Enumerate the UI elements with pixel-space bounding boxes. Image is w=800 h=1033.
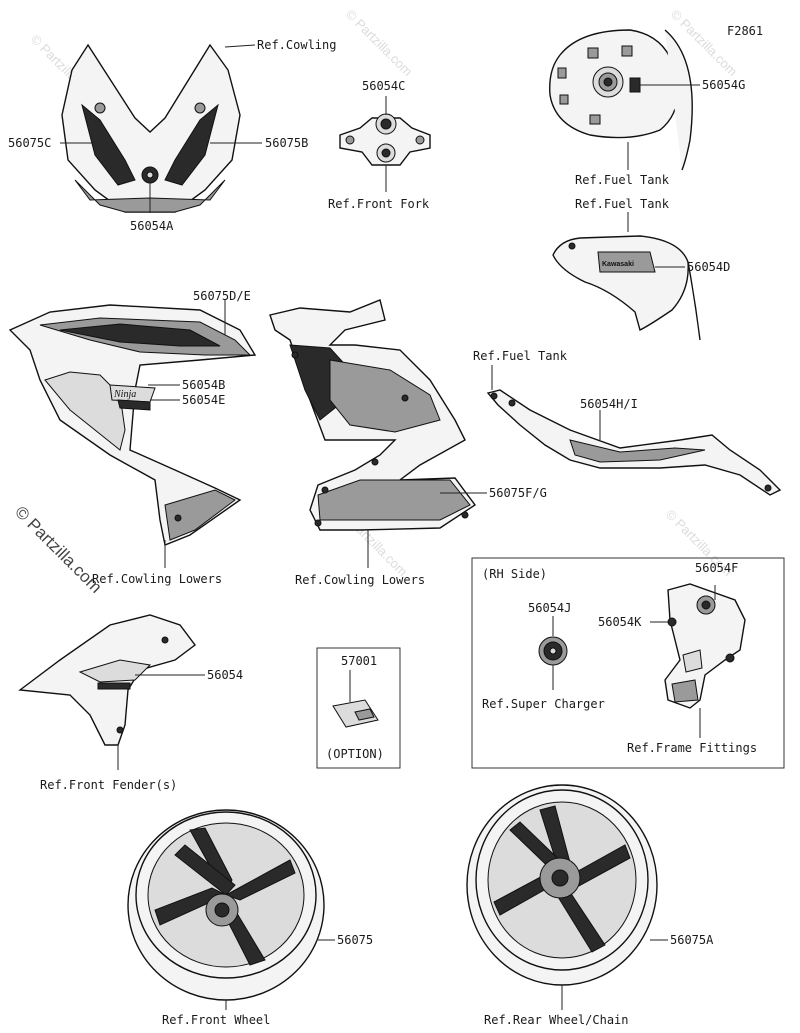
label-rh-side: (RH Side): [482, 567, 547, 581]
label-57001: 57001: [341, 654, 377, 668]
front-fender-illustration: [18, 614, 196, 746]
label-ref-fuel-tank-2: Ref.Fuel Tank: [575, 197, 670, 211]
side-cowling-left-illustration: Ninja: [8, 304, 257, 546]
label-ref-frame-fittings: Ref.Frame Fittings: [627, 741, 757, 755]
upper-cowling-illustration: [61, 43, 241, 213]
leader-line: [224, 44, 256, 48]
tool-kit-illustration: [332, 699, 379, 728]
label-56054D: 56054D: [687, 260, 730, 274]
label-56054J: 56054J: [528, 601, 571, 615]
svg-text:Kawasaki: Kawasaki: [602, 261, 634, 268]
label-ref-fuel-tank-3: Ref.Fuel Tank: [473, 349, 568, 363]
label-56054B: 56054B: [182, 378, 225, 392]
label-ref-front-fenders: Ref.Front Fender(s): [40, 778, 177, 792]
label-56054A: 56054A: [130, 219, 174, 233]
svg-text:Ninja: Ninja: [113, 389, 136, 400]
label-56054G: 56054G: [702, 78, 745, 92]
label-56054: 56054: [207, 668, 243, 682]
watermark: © Partzilla.com: [343, 7, 416, 80]
label-56054C: 56054C: [362, 79, 405, 93]
front-wheel-illustration: [127, 809, 325, 1001]
label-ref-super-charger: Ref.Super Charger: [482, 697, 605, 711]
label-56075DE: 56075D/E: [193, 289, 251, 303]
diagram-code: F2861: [727, 24, 763, 38]
label-ref-cowling: Ref.Cowling: [257, 38, 336, 52]
label-ref-fuel-tank-1: Ref.Fuel Tank: [575, 173, 670, 187]
label-56054E: 56054E: [182, 393, 225, 407]
label-ref-rear-wheel: Ref.Rear Wheel/Chain: [484, 1013, 629, 1027]
label-56075FG: 56075F/G: [489, 486, 547, 500]
label-56054K: 56054K: [598, 615, 642, 629]
fuel-tank-top-illustration: [549, 29, 693, 171]
front-fork-bracket-illustration: [339, 113, 431, 166]
label-ref-front-wheel: Ref.Front Wheel: [162, 1013, 270, 1027]
label-56075: 56075: [337, 933, 373, 947]
fuel-tank-side-illustration: Kawasaki: [552, 235, 701, 341]
rear-wheel-illustration: [466, 784, 658, 986]
label-56075B: 56075B: [265, 136, 308, 150]
super-charger-cover-illustration: [538, 636, 568, 666]
label-option: (OPTION): [326, 747, 384, 761]
label-56075C: 56075C: [8, 136, 51, 150]
label-56075A: 56075A: [670, 933, 714, 947]
label-ref-front-fork: Ref.Front Fork: [328, 197, 430, 211]
side-cowling-right-illustration: [269, 299, 477, 531]
label-ref-cowling-lowers-2: Ref.Cowling Lowers: [295, 573, 425, 587]
tail-cowling-illustration: [486, 389, 782, 496]
label-56054F: 56054F: [695, 561, 738, 575]
label-56054HI: 56054H/I: [580, 397, 638, 411]
rh-side-box: [471, 557, 785, 769]
option-box: [316, 647, 401, 769]
label-ref-cowling-lowers-1: Ref.Cowling Lowers: [92, 572, 222, 586]
frame-fitting-illustration: [664, 583, 746, 709]
